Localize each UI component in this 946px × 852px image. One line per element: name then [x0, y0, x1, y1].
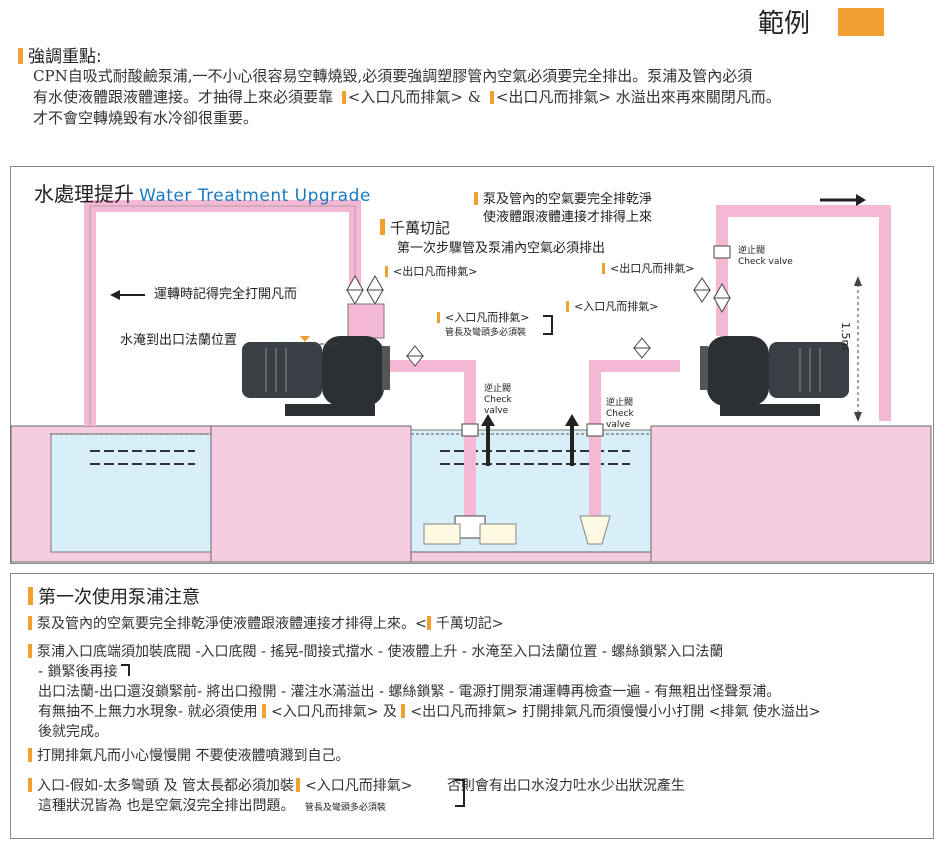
right-ground [650, 425, 932, 563]
first-use-item-1: 泵及管內的空氣要完全排乾淨使液體跟液體連接才排得上來。<千萬切記> [28, 614, 918, 634]
emphasis-line-2: 有水使液體跟液體連接。才抽得上來必須要靠 <入口凡而排氣> & <出口凡而排氣>… [33, 88, 781, 106]
center-tank-floor [410, 551, 652, 563]
warning-heading: 千萬切記 [380, 217, 450, 238]
strainer-icon [479, 523, 517, 545]
left-ground [210, 425, 412, 563]
right-inlet-pipe [589, 360, 680, 526]
emphasis-line-1: CPN自吸式耐酸鹼泵浦,一不小心很容易空轉燒毀,必須要強調塑膠管內空氣必須要完全… [33, 67, 753, 85]
top-note: 泵及管內的空氣要完全排乾淨 使液體跟液體連接才排得上來 [474, 191, 652, 227]
diagram-title: 水處理提升 Water Treatment Upgrade [34, 182, 371, 206]
inlet-vent-label-mid: <入口凡而排氣> 管長及彎頭多必須裝 [437, 309, 529, 338]
right-outlet-pipe [716, 205, 891, 421]
orange-marker-icon [489, 91, 494, 104]
strainer-icon [579, 515, 611, 545]
left-tank-water [50, 433, 212, 553]
right-pump-base [720, 404, 820, 416]
emphasis-heading: 強調重點: [18, 42, 102, 67]
run-note: 運轉時記得完全打開凡而 [154, 287, 298, 302]
inlet-vent-valve-icon [405, 345, 425, 357]
right-pump-body [707, 336, 769, 406]
check-valve-label-right: 逆止閥 Check valve [606, 398, 634, 430]
first-use-item-2: 泵浦入口底端須加裝底閥 -入口底閥 - 搖晃-間接式擋水 - 使液體上升 - 水… [28, 642, 918, 742]
inlet-vent-valve-icon [632, 337, 652, 349]
right-pump-flange [700, 346, 708, 390]
orange-marker-icon [341, 91, 346, 104]
orange-marker-icon [18, 48, 23, 64]
check-valve-label-mid: 逆止閥 Check valve [484, 384, 512, 416]
outlet-vent-label-right: <出口凡而排氣> [602, 260, 694, 276]
warning-text: 第一次步驟管及泵浦內空氣必須排出 [397, 241, 606, 256]
outlet-vent-valve-icon [366, 274, 384, 291]
bracket-mark [455, 779, 465, 807]
left-pump-base [285, 404, 375, 416]
water-treatment-diagram [10, 194, 932, 563]
height-label: 1.5m [839, 322, 852, 351]
check-valve-icon [461, 423, 479, 437]
orange-marker-icon [380, 219, 385, 235]
check-valve-icon [713, 245, 731, 259]
bracket-mark [543, 315, 553, 335]
outlet-vent-valve-icon [693, 277, 711, 291]
first-use-item-3: 打開排氣凡而小心慢慢開 不要使液體噴濺到自己。 [28, 746, 918, 766]
page-title: 範例 [758, 9, 811, 39]
level-marker-icon [300, 336, 310, 342]
left-pump-body [322, 336, 384, 406]
emphasis-body: CPN自吸式耐酸鹼泵浦,一不小心很容易空轉燒毀,必須要強調塑膠管內空氣必須要完全… [33, 66, 933, 129]
emphasis-line-3: 才不會空轉燒毀有水冷卻很重要。 [33, 109, 259, 127]
check-valve-icon [586, 423, 604, 437]
outlet-vent-label-left: <出口凡而排氣> [385, 263, 477, 279]
inlet-vent-label-right: <入口凡而排氣> [566, 298, 658, 314]
left-pump-outlet-elbow [347, 303, 385, 339]
left-inlet-pipe [390, 360, 476, 526]
first-use-panel [10, 573, 934, 839]
title-accent-block [838, 8, 884, 36]
first-use-heading: 第一次使用泵浦注意 [28, 583, 200, 609]
first-use-item-4: 入口-假如-太多彎頭 及 管太長都必須加裝<入口凡而排氣> 否則會有出口水沒力吐… [28, 776, 918, 818]
bracket-mark [120, 664, 130, 676]
left-pump-motor [242, 342, 322, 398]
check-valve-label-top: 逆止閥 Check valve [738, 246, 793, 267]
orange-marker-icon [28, 587, 33, 605]
strainer-icon [423, 523, 461, 545]
orange-marker-icon [474, 192, 478, 205]
submerge-note: 水淹到出口法蘭位置 [120, 333, 238, 348]
left-pump-flange [382, 346, 390, 390]
